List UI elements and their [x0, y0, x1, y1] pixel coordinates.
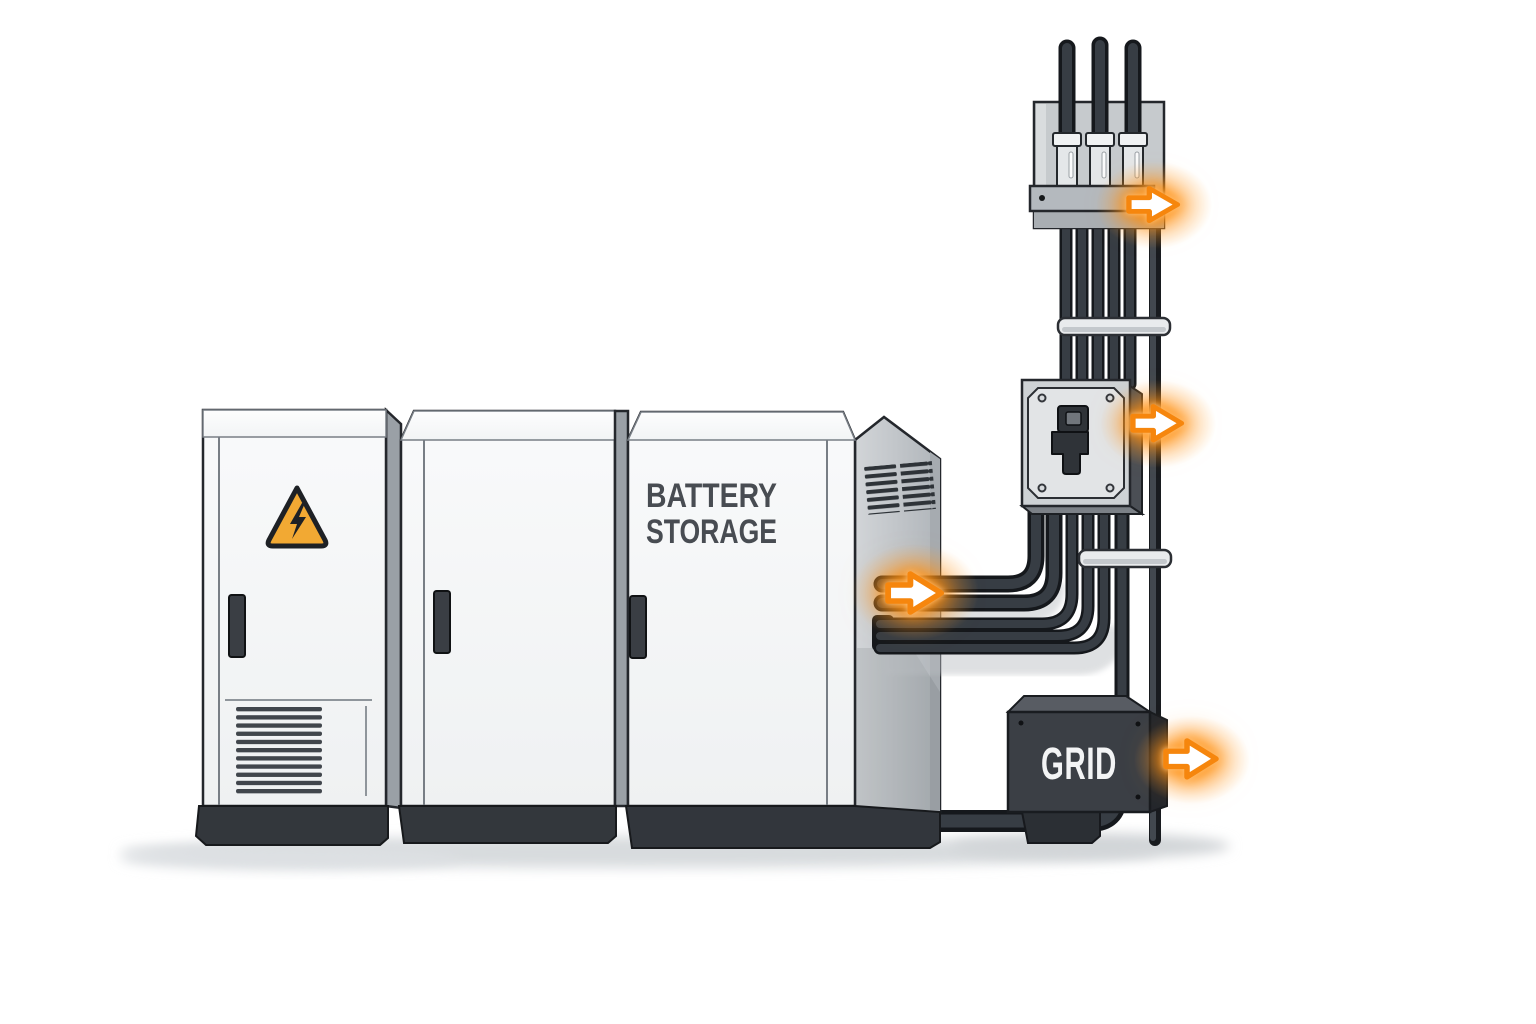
power-flow-arrow-top — [1096, 161, 1212, 249]
grid-box-front — [1006, 710, 1152, 814]
cable-clamp-upper — [1056, 316, 1172, 337]
cabinet-divider — [613, 409, 630, 808]
high-voltage-warning-icon — [265, 485, 329, 549]
screw — [1135, 721, 1141, 727]
screw — [1135, 794, 1141, 800]
cabinet-left — [194, 407, 403, 846]
screw — [1037, 393, 1047, 403]
door-handle — [228, 594, 246, 658]
switch-lever — [1051, 405, 1089, 475]
screw — [1037, 483, 1047, 493]
grid-label: GRID — [1041, 738, 1117, 789]
battery-output-cables — [872, 491, 1111, 655]
power-flow-arrows — [851, 161, 1250, 804]
door-handle — [629, 595, 647, 659]
door-handle — [433, 590, 451, 654]
cabinet-battery-front — [626, 410, 857, 808]
screw — [1018, 720, 1024, 726]
screw — [1039, 195, 1045, 201]
plinth — [624, 805, 941, 849]
side-vent-grille — [864, 461, 936, 515]
cable-clamp-lower — [1077, 548, 1173, 569]
grid-box-pedestal — [1020, 811, 1101, 844]
battery-storage-label-line2: STORAGE — [646, 513, 777, 551]
power-flow-arrow-battery-output — [851, 544, 979, 640]
grid-connection-box: GRID — [1005, 695, 1168, 844]
vertical-cable-bundle — [1059, 207, 1137, 391]
plinth — [397, 805, 617, 844]
power-flow-arrow-switch — [1100, 380, 1216, 468]
cabinet-left-side-edge — [384, 407, 403, 810]
power-flow-arrow-grid-output — [1134, 716, 1250, 804]
screw — [1105, 483, 1115, 493]
vent-grille — [225, 699, 372, 797]
plinth — [194, 805, 389, 846]
cabinet-battery-storage: BATTERY STORAGE — [624, 410, 942, 849]
connector-sleeve — [1052, 132, 1082, 190]
battery-storage-label-line1: BATTERY — [646, 477, 777, 515]
cabinet-middle — [397, 409, 630, 844]
